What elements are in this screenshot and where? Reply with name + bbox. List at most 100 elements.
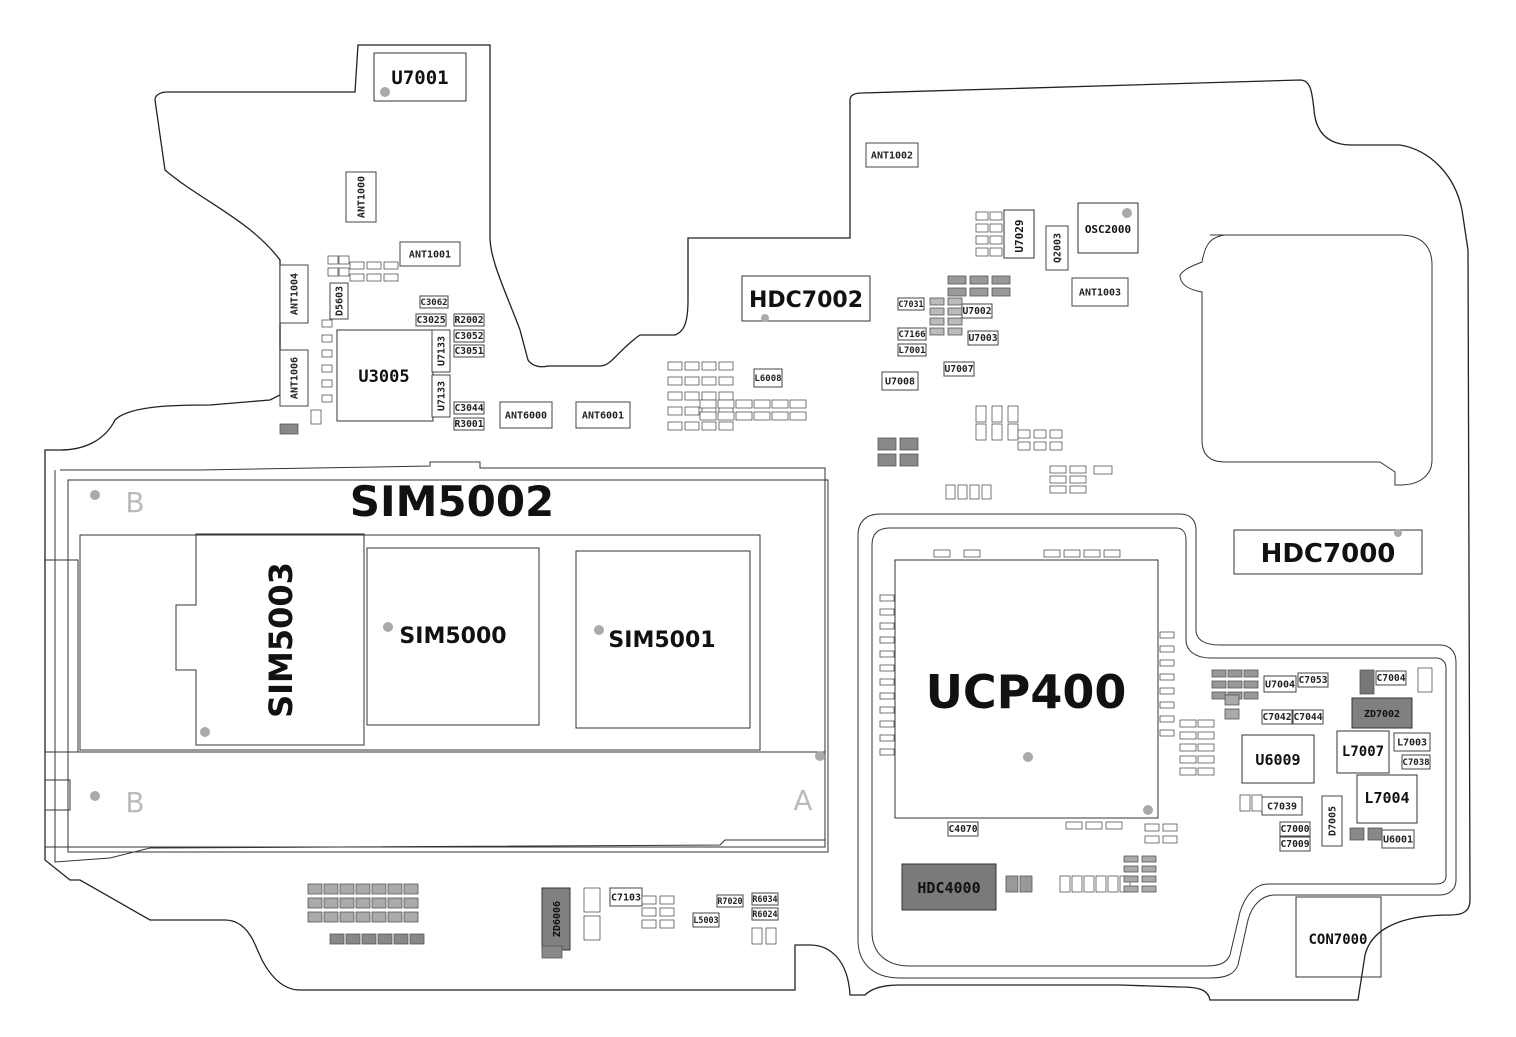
smd-part (989, 223, 1003, 233)
component-l7001: L7001 (897, 343, 927, 357)
smd-part (387, 883, 403, 895)
component-body (1263, 675, 1297, 693)
smd-part (321, 334, 333, 343)
u7001-outline (373, 52, 467, 102)
component-c7042: C7042 (1261, 709, 1293, 725)
component-body (415, 313, 447, 327)
component-c7000: C7000 (1279, 821, 1311, 837)
smd-part (877, 437, 897, 451)
component-label: ANT1002 (871, 150, 913, 161)
smd-part (1019, 875, 1033, 893)
smd-part (1224, 694, 1240, 706)
smd-part (387, 911, 403, 923)
smd-part (1159, 701, 1175, 709)
smd-part (667, 406, 683, 416)
smd-part (1159, 687, 1175, 695)
u7029-label: U7029 (1013, 219, 1026, 252)
sim5003-label: SIM5003 (262, 562, 300, 718)
component-body (692, 912, 720, 928)
smd-part (667, 391, 683, 401)
u7029-outline (1003, 209, 1035, 259)
board-lower-outline (54, 461, 826, 863)
con7000-label: CON7000 (1308, 932, 1367, 948)
smd-part (310, 409, 322, 425)
component-body (329, 282, 349, 320)
smd-part (991, 275, 1011, 285)
smd-part (355, 883, 371, 895)
component-c7053: C7053 (1297, 672, 1329, 688)
smd-part (765, 927, 777, 945)
smd-part (1007, 423, 1019, 441)
smd-part (1105, 821, 1123, 830)
component-c4070: C4070 (947, 821, 979, 837)
smd-part (1059, 875, 1071, 893)
smd-part (751, 927, 763, 945)
smd-part (1033, 441, 1047, 451)
smd-part (1049, 465, 1067, 474)
sim5003-pin1 (200, 727, 210, 737)
component-body (751, 892, 779, 906)
smd-part (339, 883, 355, 895)
component-r6024: R6024 (751, 907, 779, 921)
smd-part (947, 297, 963, 306)
smd-part (1141, 865, 1157, 873)
sim5000-pin1 (383, 622, 393, 632)
smd-part (771, 411, 789, 421)
component-ant6001: ANT6001 (575, 401, 631, 429)
component-ant1000: ANT1000 (345, 171, 377, 223)
smd-part (969, 484, 980, 500)
smd-part (1095, 875, 1107, 893)
ucp400-label: UCP400 (926, 665, 1127, 719)
l7007-label: L7007 (1342, 744, 1384, 760)
smd-part (991, 423, 1003, 441)
shield-cutout (1179, 234, 1433, 486)
smd-part (1005, 875, 1019, 893)
component-label: D5603 (334, 286, 345, 316)
smd-part (879, 692, 895, 700)
component-body (1401, 754, 1431, 770)
component-label: C3025 (416, 315, 445, 326)
component-label: R6024 (752, 909, 777, 919)
smd-part (403, 911, 419, 923)
corner-b2: B (125, 786, 144, 819)
smd-part (1359, 669, 1375, 695)
smd-part (699, 411, 717, 421)
component-label: C7103 (611, 892, 641, 903)
smd-part (279, 423, 299, 435)
smd-part (1211, 680, 1227, 689)
smd-part (1179, 755, 1197, 764)
smd-part (684, 361, 700, 371)
smd-part (1017, 429, 1031, 439)
smd-part (684, 421, 700, 431)
smd-part (667, 376, 683, 386)
smd-part (1069, 485, 1087, 494)
component-label: C7166 (898, 330, 925, 340)
smd-part (377, 933, 393, 945)
component-c3044: C3044 (453, 401, 485, 415)
smd-part (1179, 731, 1197, 740)
smd-part (345, 933, 361, 945)
component-l7003: L7003 (1393, 732, 1431, 752)
smd-part (371, 883, 387, 895)
sim-a-dot (815, 751, 825, 761)
sim-b1-dot (90, 490, 100, 500)
smd-part (1159, 645, 1175, 653)
smd-part (975, 423, 987, 441)
smd-part (387, 897, 403, 909)
component-d5603: D5603 (329, 282, 349, 320)
smd-part (718, 376, 734, 386)
component-u7004: U7004 (1263, 675, 1297, 693)
smd-part (329, 933, 345, 945)
component-ant6000: ANT6000 (499, 401, 553, 429)
component-c7004: C7004 (1375, 670, 1407, 686)
corner-a: A (793, 784, 812, 817)
component-label: ANT6000 (505, 410, 547, 421)
smd-part (879, 636, 895, 644)
component-u7133a: U7133 (431, 329, 451, 373)
smd-part (361, 933, 377, 945)
zd7002-body (1351, 697, 1413, 729)
smd-part (789, 399, 807, 409)
smd-part (339, 897, 355, 909)
sim5001-label: SIM5001 (608, 628, 715, 653)
component-body (575, 401, 631, 429)
